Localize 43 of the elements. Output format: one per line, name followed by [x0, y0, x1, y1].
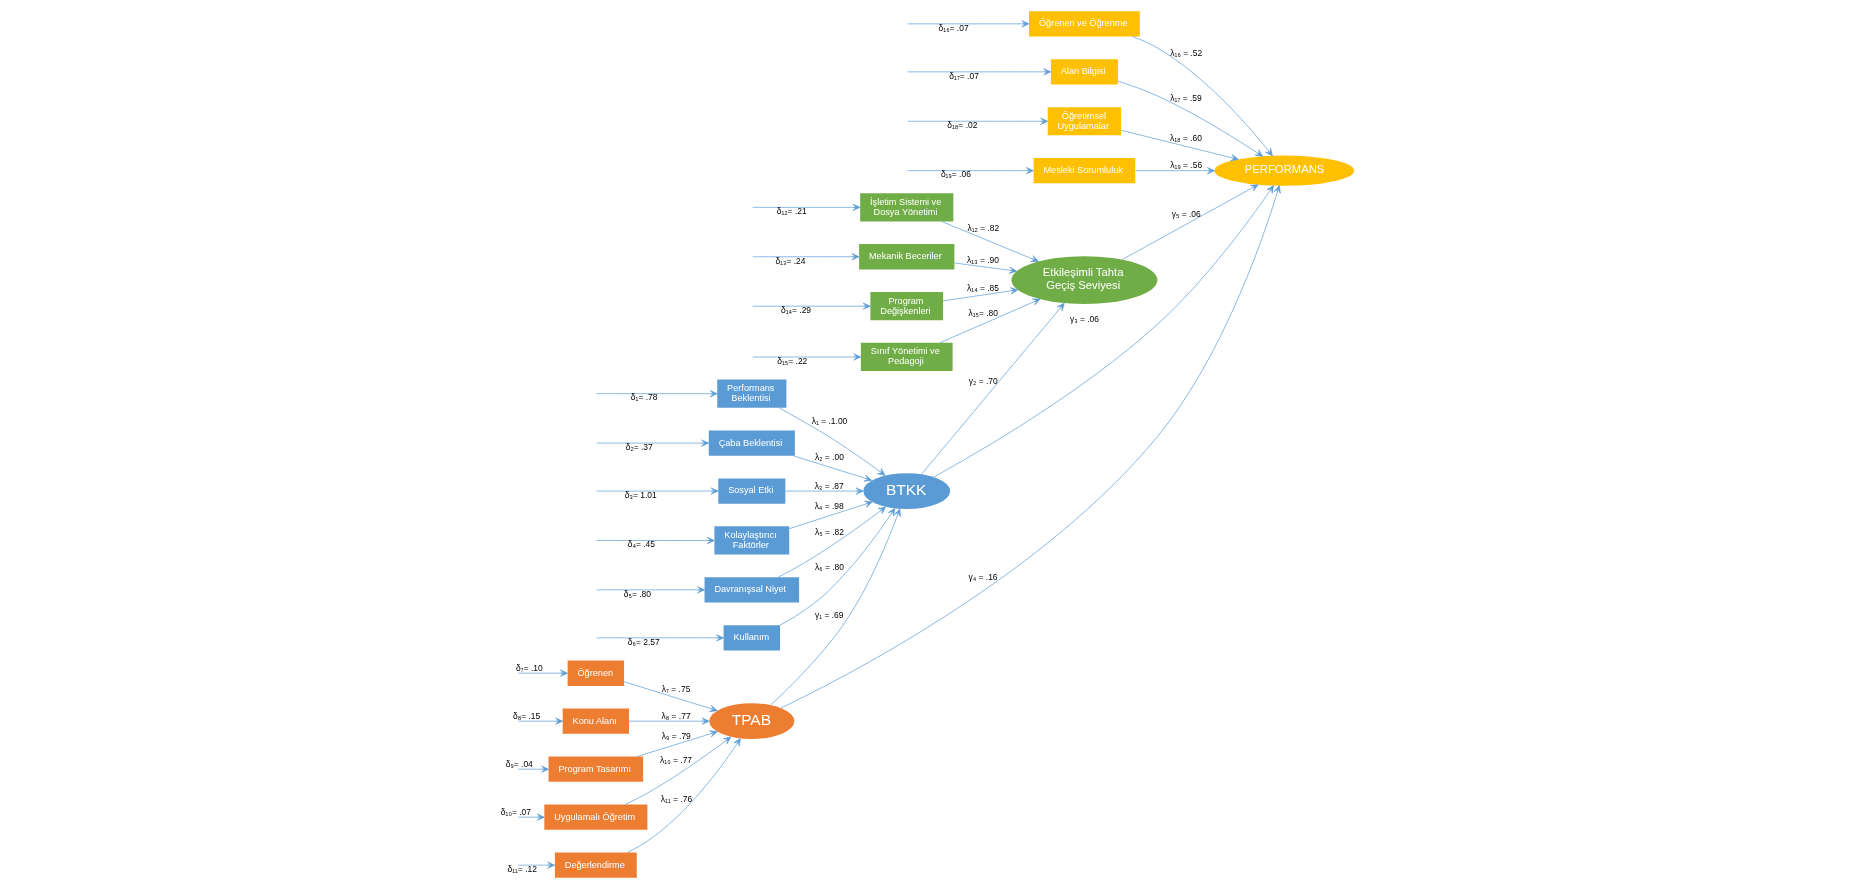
edge-label: δ₁₅= .22	[776, 355, 807, 366]
edge-label: λ₆ = .80	[814, 561, 844, 572]
edge-label: λ₁₄ = .85	[966, 283, 999, 294]
edge-label: λ₅ = .82	[814, 526, 844, 537]
edge-label: λ₁ = .1.00	[811, 416, 847, 427]
edge-label: δ₇= .10	[515, 662, 543, 673]
edge-label: λ₁₇ = .59	[1169, 92, 1202, 103]
edge-label: δ₁₄= .29	[780, 304, 811, 315]
edge-label: γ₂ = .70	[968, 375, 998, 386]
edge-label: δ₁₀= .07	[500, 806, 531, 817]
edge-label: δ₁₇= .07	[948, 70, 979, 81]
edge-label: λ₃ = .87	[814, 480, 844, 491]
edge-label: γ₁ = .69	[814, 609, 843, 620]
edge-label: δ₆= 2.57	[627, 636, 660, 647]
edge-label: δ₁₂= .21	[776, 206, 807, 217]
edge-label: δ₁₃= .24	[774, 255, 805, 266]
edge-label: δ₁₆= .07	[938, 22, 969, 33]
edge-label: λ₇ = .75	[661, 683, 690, 694]
edge-label: λ₁₆ = .52	[1169, 48, 1202, 59]
edge-label: δ₂= .37	[625, 441, 653, 452]
edge-label: λ₁₉ = .56	[1169, 160, 1202, 171]
edge-label: δ₅= .80	[623, 588, 651, 599]
edge-label: γ₃ = .06	[1069, 314, 1099, 325]
edge-label: λ₄ = .98	[814, 501, 844, 512]
edge-label: λ₁₅= .80	[968, 308, 998, 319]
edge-label: λ₁₃ = .90	[966, 254, 999, 265]
edge-label: λ₁₀ = .77	[659, 755, 692, 766]
edge-label: δ₁₉= .06	[940, 169, 971, 180]
edge-label: λ₉ = .79	[661, 730, 691, 741]
edge-label: δ₁₈= .02	[946, 120, 977, 131]
edge-label: γ₅ = .06	[1171, 208, 1201, 219]
edge-label: λ₁₂ = .82	[966, 223, 999, 234]
edge-label: λ₂ = .00	[814, 452, 844, 463]
edge-label: δ₄= .45	[627, 539, 655, 550]
edge-label: λ₁₁ = .76	[660, 794, 692, 805]
edge-label: λ₈ = .77	[660, 710, 691, 721]
edge-label: δ₉= .04	[505, 758, 533, 769]
edge-label: γ₄ = .16	[968, 571, 998, 582]
edge-label: λ₁₈ = .60	[1169, 132, 1202, 143]
edge-label: δ₃= 1.01	[624, 489, 657, 500]
edge-label: δ₈= .15	[512, 710, 540, 721]
edge-label: δ₁= .78	[630, 392, 657, 403]
edge-label: δ₁₁= .12	[507, 863, 537, 874]
